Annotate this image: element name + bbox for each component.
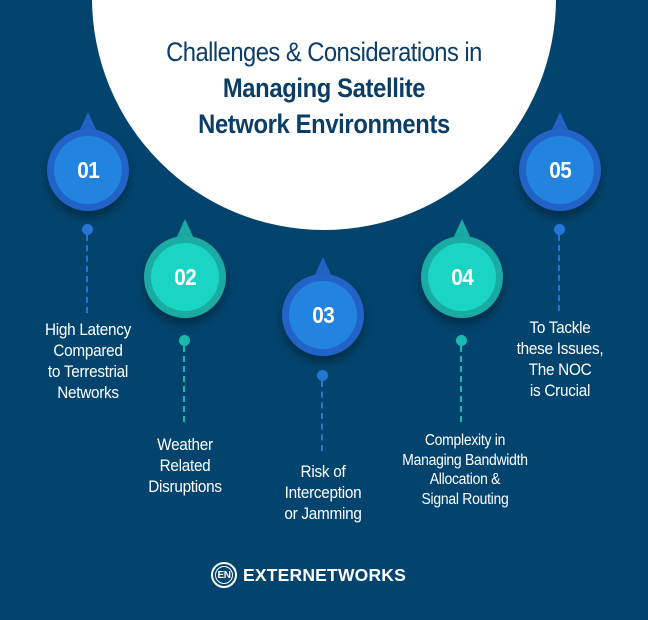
step-02-badge: 02 bbox=[144, 219, 226, 318]
step-05-label: To Tackle these Issues, The NOC is Cruci… bbox=[516, 318, 604, 400]
title-subheading: Challenges & Considerations in bbox=[166, 37, 482, 67]
title-block: Challenges & Considerations in Managing … bbox=[104, 34, 544, 142]
connector-dot bbox=[456, 335, 467, 346]
step-01-label: High Latency Compared to Terrestrial Net… bbox=[44, 320, 132, 402]
brand-name: EXTERNETWORKS bbox=[243, 564, 407, 585]
connector-dot bbox=[179, 335, 190, 346]
step-03-badge: 03 bbox=[282, 257, 364, 356]
step-02-label: Weather Related Disruptions bbox=[148, 435, 222, 496]
step-04-badge: 04 bbox=[421, 219, 503, 318]
title-heading-line2: Network Environments bbox=[198, 109, 450, 139]
step-number: 01 bbox=[76, 156, 100, 183]
step-03-label: Risk of Interception or Jamming bbox=[284, 462, 362, 523]
step-number: 02 bbox=[173, 263, 197, 290]
connector-line bbox=[558, 235, 560, 311]
step-04-label: Complexity in Managing Bandwidth Allocat… bbox=[402, 432, 528, 508]
step-number: 05 bbox=[548, 156, 572, 183]
title-heading-line1: Managing Satellite bbox=[222, 73, 426, 103]
brand-logo: EN EXTERNETWORKS bbox=[211, 560, 406, 590]
connector-dot bbox=[554, 224, 565, 235]
connector-line bbox=[321, 381, 323, 451]
connector-dot bbox=[82, 224, 93, 235]
step-number: 04 bbox=[450, 263, 474, 290]
connector-line bbox=[183, 346, 185, 422]
step-05-badge: 05 bbox=[519, 112, 601, 211]
connector-line bbox=[86, 235, 88, 313]
connector-dot bbox=[317, 370, 328, 381]
logo-mark-icon: EN bbox=[211, 562, 237, 588]
step-01-badge: 01 bbox=[47, 112, 129, 211]
connector-line bbox=[460, 346, 462, 422]
step-number: 03 bbox=[311, 301, 335, 328]
